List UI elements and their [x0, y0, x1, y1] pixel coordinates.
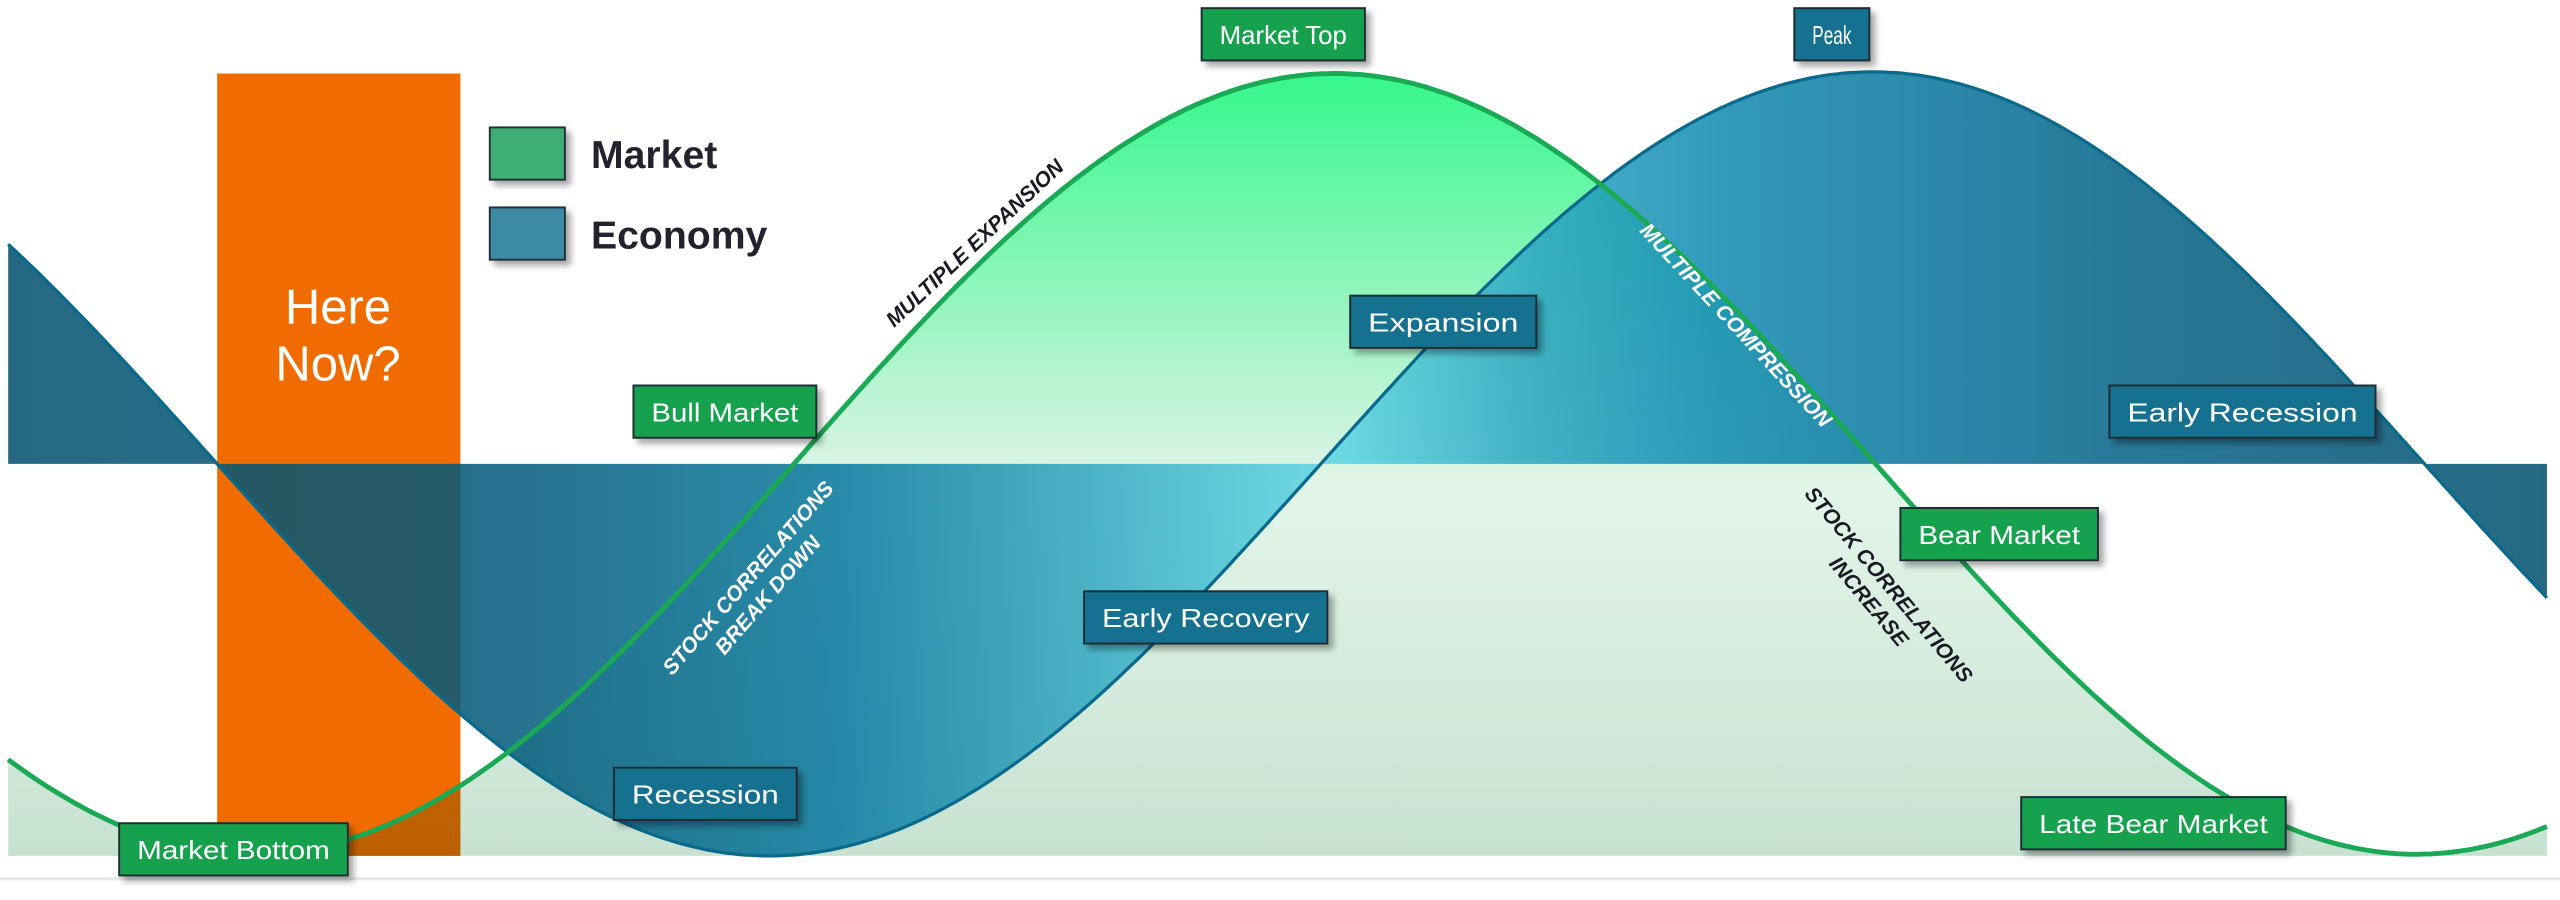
here-now-line2: Now?	[275, 338, 400, 392]
expansion-label-text: Expansion	[1368, 308, 1518, 338]
expansion-label-box	[1349, 294, 1538, 349]
legend: Market Economy	[488, 126, 768, 261]
early-recession-label-box	[2108, 384, 2377, 439]
late-bear-market-label-box	[2020, 796, 2287, 851]
market-top-label: Market Top	[1200, 7, 1366, 62]
market-top-label-text: Market Top	[1220, 20, 1347, 50]
late-bear-market-label: Late Bear Market	[2020, 796, 2287, 851]
legend-economy-label: Economy	[591, 214, 768, 257]
expansion-label: Expansion	[1349, 294, 1538, 349]
economy-area	[8, 71, 2547, 856]
ground-line	[0, 877, 2560, 881]
market-bottom-label-box	[118, 822, 349, 877]
late-bear-market-label-text: Late Bear Market	[2039, 809, 2268, 839]
market-bottom-label-text: Market Bottom	[137, 835, 330, 865]
bull-market-label: Bull Market	[632, 384, 818, 439]
market-bottom-label: Market Bottom	[118, 822, 349, 877]
recession-label: Recession	[612, 766, 798, 821]
early-recovery-label-box	[1083, 590, 1329, 645]
bear-market-label-box	[1899, 507, 2099, 562]
recession-label-box	[612, 766, 798, 821]
legend-economy-swatch	[488, 206, 566, 261]
early-recession-label-text: Early Recession	[2127, 397, 2357, 427]
early-recovery-label-text: Early Recovery	[1102, 603, 1309, 633]
early-recession-label: Early Recession	[2108, 384, 2377, 439]
legend-market-swatch	[488, 126, 566, 181]
market-top-label-box	[1200, 7, 1366, 62]
early-recovery-label: Early Recovery	[1083, 590, 1329, 645]
bear-market-label-text: Bear Market	[1918, 520, 2080, 550]
peak-label-text: Peak	[1812, 20, 1852, 50]
peak-label-box	[1793, 7, 1871, 62]
bull-market-label-box	[632, 384, 818, 439]
recession-label-text: Recession	[632, 780, 779, 810]
here-now-line1: Here	[285, 280, 391, 334]
economy-curve	[7, 70, 2549, 858]
here-now-label: Here Now?	[275, 280, 400, 391]
bull-market-label-text: Bull Market	[651, 397, 799, 427]
market-curve	[6, 71, 2548, 857]
bear-market-label: Bear Market	[1899, 507, 2099, 562]
peak-label: Peak	[1793, 7, 1871, 62]
legend-market-label: Market	[591, 134, 717, 177]
